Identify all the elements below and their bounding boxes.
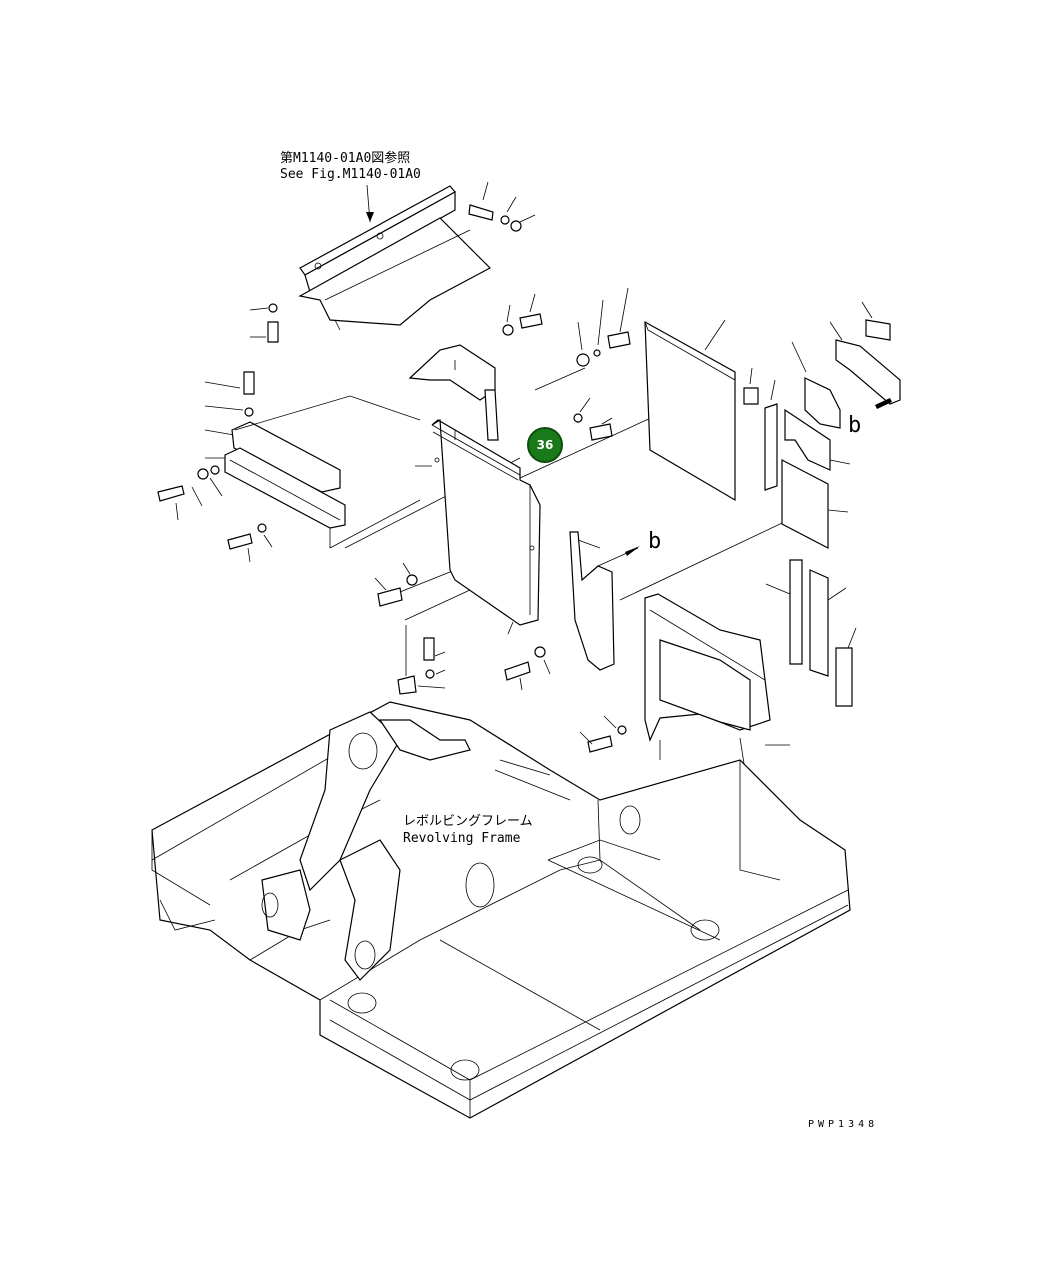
fastener-group-top	[468, 181, 536, 232]
frame-label-jp: レボルビングフレーム	[403, 814, 533, 829]
center-bracket	[408, 344, 499, 441]
revolving-frame	[151, 701, 851, 1119]
frame-label: レボルビングフレーム Revolving Frame	[398, 808, 534, 848]
rubber-pieces	[743, 367, 857, 707]
callout-number: 36	[537, 438, 554, 452]
reference-note: 第M1140-01A0図参照 See Fig.M1140-01A0	[280, 150, 421, 223]
view-marker-b-1: b	[848, 413, 861, 438]
left-horizontal-bracket	[224, 421, 421, 549]
vertical-bracket-b: b	[569, 529, 661, 671]
frame-label-en: Revolving Frame	[403, 831, 521, 846]
main-cover-panel	[415, 418, 541, 635]
fastener-group-center	[502, 287, 631, 441]
callout-36-button[interactable]: 36	[527, 427, 563, 463]
far-right-bracket: b	[791, 301, 901, 438]
fastener-group-lower-left	[374, 562, 446, 695]
view-marker-b-2: b	[648, 529, 661, 554]
reference-note-en: See Fig.M1140-01A0	[280, 167, 421, 182]
reference-note-jp: 第M1140-01A0図参照	[280, 150, 410, 166]
top-cover-bracket	[298, 185, 491, 331]
right-frame-plate	[644, 593, 790, 801]
fastener-group-left	[157, 303, 279, 563]
drawing-code: PWP1348	[808, 1119, 878, 1130]
right-tall-pad	[644, 319, 736, 502]
